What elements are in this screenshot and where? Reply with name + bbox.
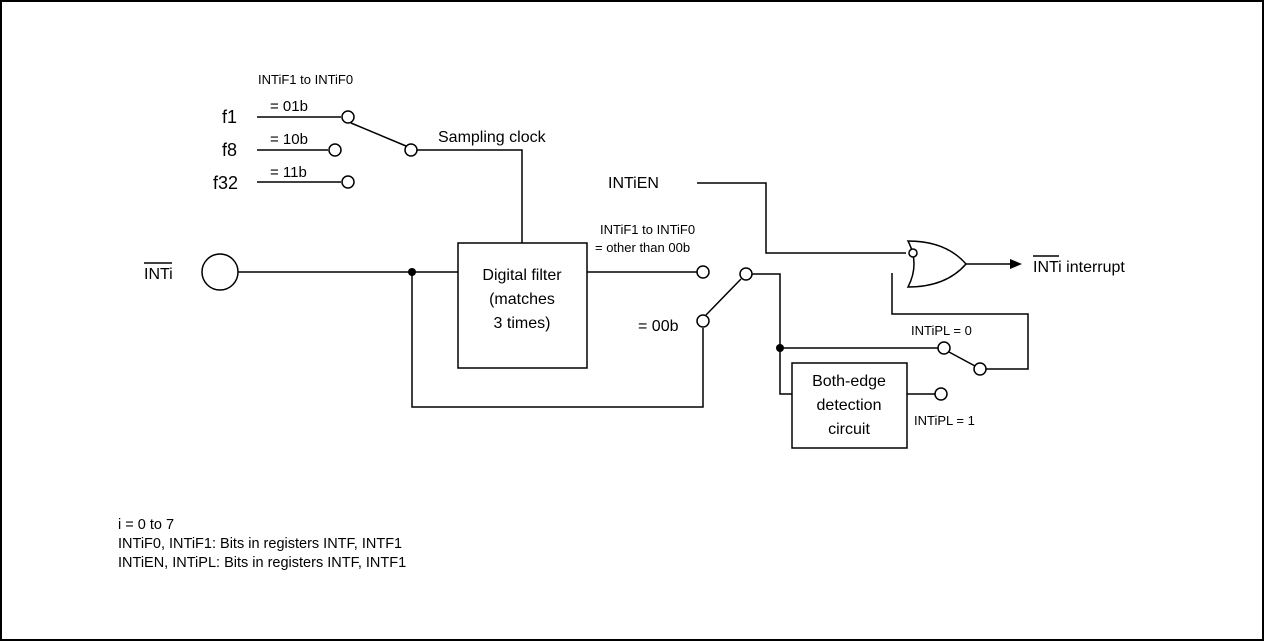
note-line: INTiEN, INTiPL: Bits in registers INTF, … [118,555,407,571]
clock-f32-terminal [341,175,355,189]
unfiltered-terminal [696,314,710,328]
filter-select-title: INTiF1 to INTiF0 [600,222,695,237]
selector-output-wire [752,273,781,348]
digital-filter-label-2: (matches [489,291,555,308]
pl1-label: INTiPL = 1 [914,413,975,428]
interrupt-output-label: INTi interrupt [1033,259,1125,276]
sampling-clock-label: Sampling clock [438,129,547,146]
polarity-feedback-wire [891,273,1029,370]
clock-f32-code: = 11b [270,164,307,181]
bypass-wire [411,272,704,408]
pl1-terminal [934,387,948,401]
both-edge-label-2: detection [817,397,882,414]
clock-f8-terminal [328,143,342,157]
clock-f1-code: = 01b [270,98,308,115]
interrupt-signal-name: INTi [1033,259,1062,276]
filter-switch-common-terminal [739,267,753,281]
interrupt-suffix: interrupt [1062,259,1126,276]
or-gate [906,240,967,288]
clock-switch-common-terminal [404,143,418,157]
digital-filter-box [457,242,588,369]
input-pin-label: INTi [144,266,173,283]
interrupt-output-arrow [1010,259,1022,269]
clock-f32-label: f32 [213,173,238,193]
both-edge-detection-box [791,362,908,449]
clock-f1-terminal [341,110,355,124]
polarity-switch-arm [948,351,976,367]
filter-switch-arm [705,278,742,316]
filtered-terminal [696,265,710,279]
digital-filter-label-1: Digital filter [482,267,562,284]
enable-wire [697,182,906,254]
clock-switch-arm [350,122,407,147]
diagram-notes: i = 0 to 7 INTiF0, INTiF1: Bits in regis… [118,516,406,573]
clock-select-title: INTiF1 to INTiF0 [258,72,353,87]
edge-input-wire [779,348,792,395]
polarity-switch-common-terminal [973,362,987,376]
filter-select-other-label: = other than 00b [595,240,690,255]
digital-filter-label-3: 3 times) [494,315,551,332]
both-edge-label-1: Both-edge [812,373,886,390]
both-edge-label-3: circuit [828,421,870,438]
input-pin-terminal [201,253,239,291]
note-line: INTiF0, INTiF1: Bits in registers INTF, … [118,536,403,552]
enable-label: INTiEN [608,175,659,192]
pl0-terminal [937,341,951,355]
filter-select-zero-label: = 00b [638,318,679,335]
sampling-clock-wire [417,149,523,243]
note-line: i = 0 to 7 [118,517,175,533]
clock-f1-label: f1 [222,107,237,127]
or-gate-inverter-bubble [908,248,918,258]
clock-f8-code: = 10b [270,131,308,148]
pl0-label: INTiPL = 0 [911,323,972,338]
clock-f8-label: f8 [222,140,237,160]
